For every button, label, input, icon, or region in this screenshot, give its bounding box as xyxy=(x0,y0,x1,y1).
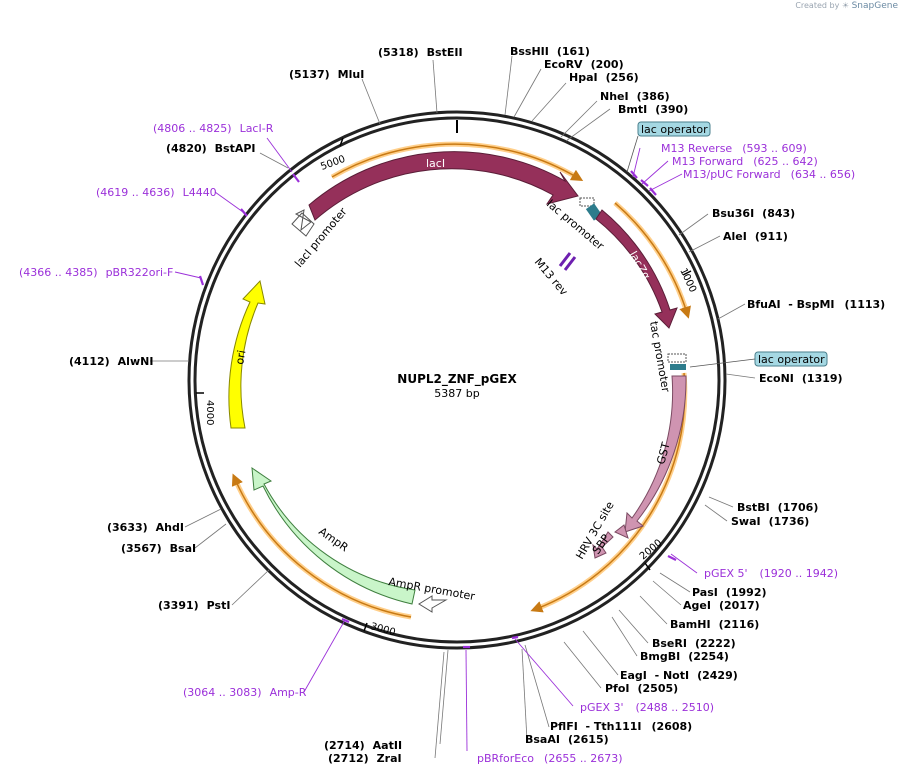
feature-sbp[interactable] xyxy=(592,531,614,559)
site-psti[interactable]: (3391)PstI xyxy=(158,599,230,612)
primer-l4440[interactable]: (4619 .. 4636)L4440 xyxy=(96,186,217,199)
site-pflfi-tth111i[interactable]: PflFI - Tth111I(2608) xyxy=(550,720,692,733)
tick-4000: 4000 xyxy=(204,400,215,425)
site-leaders xyxy=(150,55,756,759)
watermark-brand: SnapGene xyxy=(851,1,898,11)
primer-pbrforeco[interactable]: pBRforEco(2655 .. 2673) xyxy=(477,752,623,765)
primer-labels: (4806 .. 4825)LacI-R (4619 .. 4636)L4440… xyxy=(19,122,855,765)
feature-laci-label: lacI xyxy=(426,157,445,170)
primer-leaders xyxy=(174,137,698,752)
site-nhei[interactable]: NheI(386) xyxy=(600,90,670,103)
site-bstbi[interactable]: BstBI(1706) xyxy=(737,501,818,514)
site-econi[interactable]: EcoNI(1319) xyxy=(759,372,843,385)
m13-rev-primer-icon xyxy=(558,252,577,271)
feature-laci-promoter[interactable] xyxy=(291,209,315,237)
site-bfuai-bspmi[interactable]: BfuAI - BspMI(1113) xyxy=(747,298,885,311)
site-bmgbi[interactable]: BmgBI(2254) xyxy=(640,650,729,663)
lac-operator-label-2: lac operator xyxy=(758,353,825,366)
lac-promoter-glyph xyxy=(579,197,595,207)
site-zrai[interactable]: (2712)ZraI xyxy=(328,752,402,765)
backbone-outer xyxy=(187,110,727,650)
feature-hrv-3c-site[interactable] xyxy=(614,524,629,539)
site-eagi-noti[interactable]: EagI - NotI(2429) xyxy=(620,669,738,682)
primer-laci-r[interactable]: (4806 .. 4825)LacI-R xyxy=(153,122,274,135)
site-hpai[interactable]: HpaI(256) xyxy=(569,71,639,84)
watermark-prefix: Created by xyxy=(795,1,840,10)
snapgene-logo-icon: ☀ xyxy=(841,1,850,10)
tac-promoter-glyph xyxy=(667,353,687,363)
feature-ori-label: ori xyxy=(233,349,248,365)
site-pfoi[interactable]: PfoI(2505) xyxy=(605,682,678,695)
primer-pgex-5[interactable]: pGEX 5'(1920 .. 1942) xyxy=(704,567,838,580)
primer-amp-r[interactable]: (3064 .. 3083)Amp-R xyxy=(183,686,307,699)
site-bsu36i[interactable]: Bsu36I(843) xyxy=(712,207,795,220)
primer-m13-puc-forward[interactable]: M13/pUC Forward(634 .. 656) xyxy=(683,168,855,181)
tick-2000: 2000 xyxy=(638,538,665,563)
backbone-inner xyxy=(193,116,721,644)
snapgene-watermark: Created by ☀ SnapGene xyxy=(795,1,898,11)
primer-pbr322ori-f[interactable]: (4366 .. 4385)pBR322ori-F xyxy=(19,266,173,279)
site-bsaai[interactable]: BsaAI(2615) xyxy=(525,733,609,746)
site-ahdi[interactable]: (3633)AhdI xyxy=(107,521,184,534)
feature-gst[interactable] xyxy=(624,375,687,533)
site-ecorv[interactable]: EcoRV(200) xyxy=(544,58,624,71)
site-alwni[interactable]: (4112)AlwNI xyxy=(69,355,153,368)
feature-lacza[interactable] xyxy=(595,209,678,329)
site-agei[interactable]: AgeI(2017) xyxy=(683,599,760,612)
primer-pgex-3[interactable]: pGEX 3'(2488 .. 2510) xyxy=(580,701,714,714)
feature-lac-promoter-label: lac promoter xyxy=(544,197,607,253)
lac-operator-label-1: lac operator xyxy=(641,123,708,136)
site-alei[interactable]: AleI(911) xyxy=(723,230,788,243)
lac-operator-box-1[interactable] xyxy=(637,121,711,137)
site-pasi[interactable]: PasI(1992) xyxy=(692,586,767,599)
primer-marks xyxy=(198,170,677,649)
site-bsai[interactable]: (3567)BsaI xyxy=(121,542,196,555)
primer-m13-forward[interactable]: M13 Forward(625 .. 642) xyxy=(672,155,818,168)
feature-ori[interactable] xyxy=(228,279,266,429)
feature-laci[interactable] xyxy=(308,151,579,221)
site-aatii[interactable]: (2714)AatII xyxy=(324,739,402,752)
site-bamhi[interactable]: BamHI(2116) xyxy=(670,618,759,631)
site-labels: (5318)BstEII (5137)MluI (4820)BstAPI (41… xyxy=(69,45,885,765)
site-mlui[interactable]: (5137)MluI xyxy=(289,68,364,81)
feature-ampr-promoter[interactable] xyxy=(418,595,448,613)
feature-gst-label: GST xyxy=(654,441,672,466)
feature-ampr[interactable] xyxy=(251,466,416,605)
primer-m13-reverse[interactable]: M13 Reverse(593 .. 609) xyxy=(661,142,807,155)
site-bsteii[interactable]: (5318)BstEII xyxy=(378,46,463,59)
orf-lacz xyxy=(613,201,690,314)
site-bseri[interactable]: BseRI(2222) xyxy=(652,637,736,650)
site-bmti[interactable]: BmtI(390) xyxy=(618,103,688,116)
plasmid-name: NUPL2_ZNF_pGEX xyxy=(397,372,517,387)
lac-operator-mark-2 xyxy=(670,364,686,370)
site-bsshii[interactable]: BssHII(161) xyxy=(510,45,590,58)
site-swai[interactable]: SwaI(1736) xyxy=(731,515,809,528)
site-bstapi[interactable]: (4820)BstAPI xyxy=(166,142,256,155)
plasmid-length: 5387 bp xyxy=(434,387,479,400)
feature-ampr-label: AmpR xyxy=(316,525,351,555)
